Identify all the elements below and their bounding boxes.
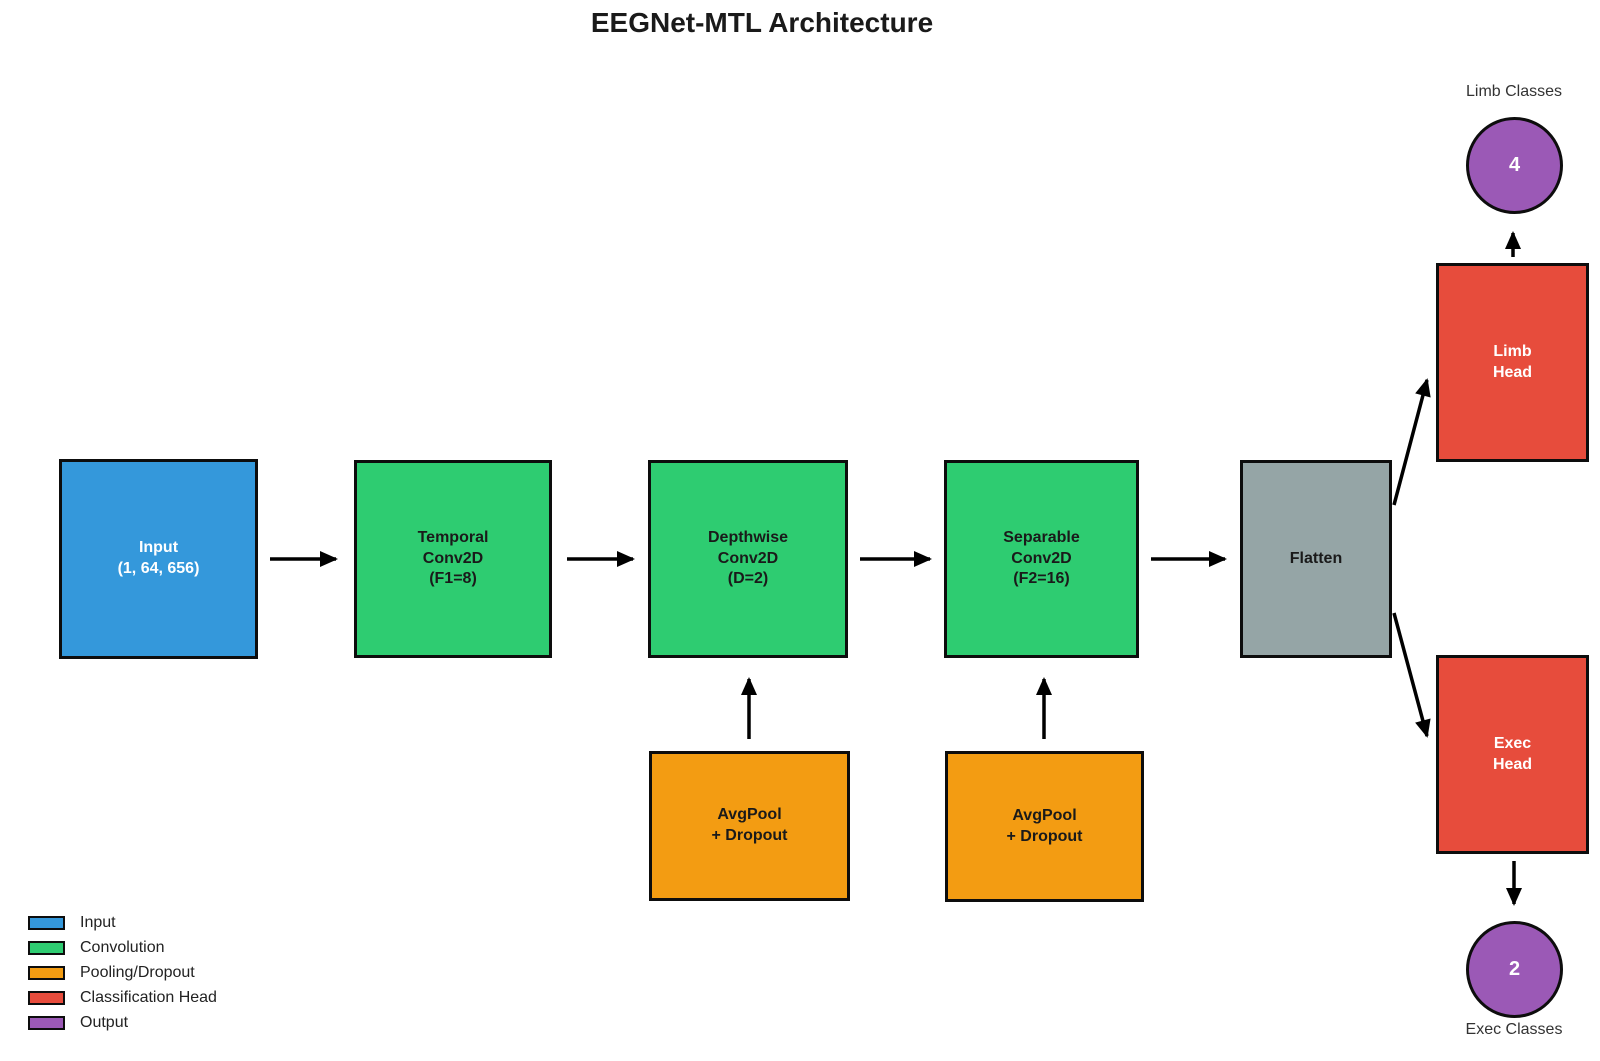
limb-output-value: 4 — [1508, 154, 1521, 176]
node-exec-head-label: Exec Head — [1492, 734, 1533, 773]
limb-classes-caption: Limb Classes — [1465, 83, 1563, 100]
node-flatten-label: Flatten — [1289, 549, 1343, 567]
node-limb-head: Limb Head — [1436, 263, 1589, 462]
legend-label-convolution: Convolution — [80, 938, 165, 956]
legend-label-output: Output — [80, 1013, 129, 1031]
exec-output-value: 2 — [1508, 958, 1521, 980]
legend-swatch-pooling-dropout — [28, 965, 65, 980]
legend-item-classification-head: Classification Head — [28, 985, 217, 1010]
limb-output-circle: 4 — [1466, 117, 1563, 214]
page-title: EEGNet-MTL Architecture — [590, 7, 934, 38]
legend-swatch-output — [28, 1015, 65, 1030]
legend-item-convolution: Convolution — [28, 935, 217, 960]
node-input-label: Input (1, 64, 656) — [117, 539, 200, 577]
node-temporal-conv2d-label: Temporal Conv2D (F1=8) — [417, 528, 489, 588]
node-avgpool-dropout-2: AvgPool + Dropout — [945, 751, 1144, 902]
legend-label-input: Input — [80, 913, 116, 931]
node-temporal-conv2d: Temporal Conv2D (F1=8) — [354, 460, 552, 658]
arrow-flatten-to-limb-head — [1392, 378, 1431, 506]
legend-swatch-convolution — [28, 940, 65, 955]
node-flatten: Flatten — [1240, 460, 1392, 658]
node-depthwise-conv2d-label: Depthwise Conv2D (D=2) — [707, 528, 788, 588]
node-avgpool-dropout-1: AvgPool + Dropout — [649, 751, 850, 901]
node-avgpool-dropout-1-label: AvgPool + Dropout — [711, 806, 788, 844]
node-depthwise-conv2d: Depthwise Conv2D (D=2) — [648, 460, 848, 658]
node-limb-head-label: Limb Head — [1492, 342, 1533, 381]
legend: Input Convolution Pooling/Dropout Classi… — [28, 910, 217, 1035]
node-input: Input (1, 64, 656) — [59, 459, 258, 659]
legend-item-output: Output — [28, 1010, 217, 1035]
legend-swatch-input — [28, 915, 65, 930]
arrow-flatten-to-exec-head — [1392, 612, 1431, 738]
legend-label-classification-head: Classification Head — [80, 988, 217, 1006]
legend-item-pooling-dropout: Pooling/Dropout — [28, 960, 217, 985]
node-separable-conv2d: Separable Conv2D (F2=16) — [944, 460, 1139, 658]
node-exec-head: Exec Head — [1436, 655, 1589, 854]
legend-swatch-classification-head — [28, 990, 65, 1005]
legend-label-pooling-dropout: Pooling/Dropout — [80, 963, 195, 981]
exec-classes-caption: Exec Classes — [1465, 1021, 1563, 1038]
exec-output-circle: 2 — [1466, 921, 1563, 1018]
node-avgpool-dropout-2-label: AvgPool + Dropout — [1006, 806, 1083, 845]
node-separable-conv2d-label: Separable Conv2D (F2=16) — [1003, 528, 1080, 588]
legend-item-input: Input — [28, 910, 217, 935]
